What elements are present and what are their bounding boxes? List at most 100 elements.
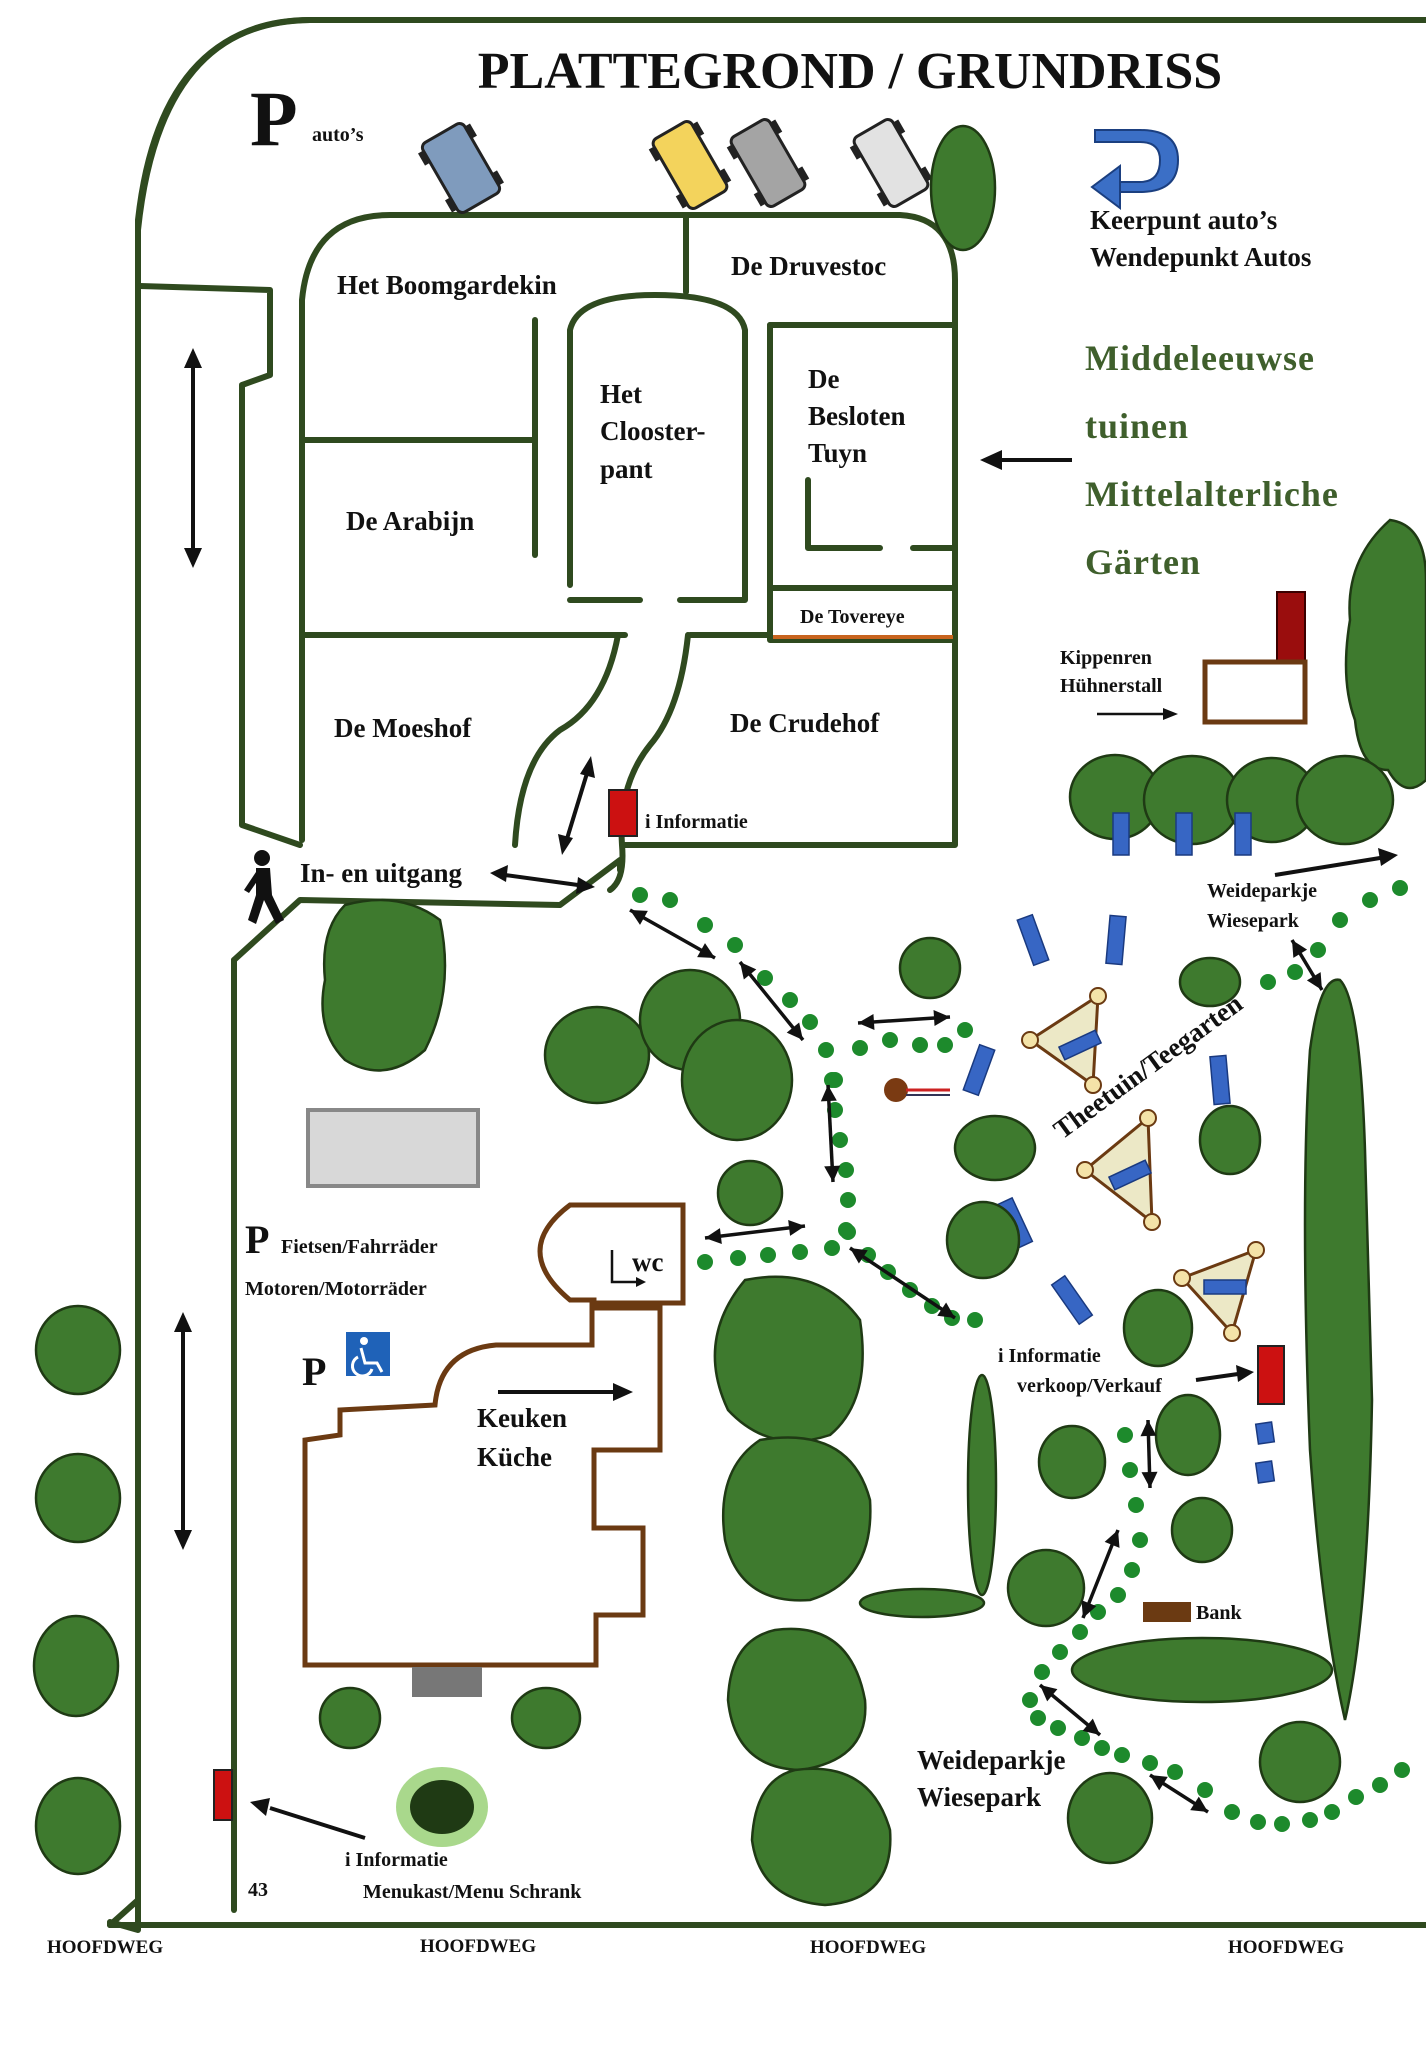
road-top-edge [137,283,303,848]
tree-icon [726,1627,867,1772]
bench-icon [1175,812,1193,856]
tree-icon [1178,956,1242,1008]
road-label-1: HOOFDWEG [47,1937,163,1958]
path-dot [1332,912,1348,928]
tree-icon [1258,1720,1342,1804]
path-dot [840,1224,856,1240]
arrow-to-gardens-head [980,450,1002,470]
path-arrow-head [824,1165,841,1182]
tree-icon [32,1614,120,1718]
tree-icon [318,1686,382,1750]
road-arrow-top-head1 [184,348,202,368]
info-box-sale[interactable] [1257,1345,1285,1405]
path-dot [757,970,773,986]
disabled-parking-symbol: P [302,1349,326,1394]
path-dot [1110,1587,1126,1603]
label-druvestoc: De Druvestoc [731,251,886,281]
bench-icon [962,1043,996,1097]
tree-cluster [543,968,794,1142]
path-arrow-head [850,1248,868,1264]
path-arrow-head [820,1085,837,1102]
path-arrow [849,1246,956,1320]
path-arrow-head [1292,940,1308,958]
path-dot [852,1040,868,1056]
tree-icon [716,1159,784,1227]
tree-icon [510,1686,582,1750]
wall-besloten-inner [805,477,883,551]
path-dot [782,992,798,1008]
tree-icon [1037,1424,1107,1500]
label-tovereye: De Tovereye [800,606,905,628]
path-dot [1392,880,1408,896]
path-dot [1142,1755,1158,1771]
outer-boundary-left [107,17,313,1928]
path-arrow-head [697,943,715,958]
tea-table-icon [1173,1241,1265,1342]
path-arrow-head [1306,972,1322,990]
dotted-path [632,880,1410,1832]
road-label-4: HOOFDWEG [1228,1937,1344,1958]
tree-icon [953,1114,1037,1182]
road-label-3: HOOFDWEG [810,1937,926,1958]
path-dot [957,1022,973,1038]
path-dot [937,1037,953,1053]
arrow-entrance-horizontal-head2 [576,877,595,894]
path-dot [1287,964,1303,980]
arrow-meadow-top [1274,856,1381,877]
arrow-kitchen-head [613,1383,633,1401]
tree-icon [750,1767,892,1907]
path-dot [832,1132,848,1148]
path-dot [1197,1782,1213,1798]
kitchen-line2: Küche [477,1442,552,1472]
path-dot [1348,1789,1364,1805]
medieval-gardens-line1: Middeleeuwse [1085,338,1315,378]
wall-cloosterpant [567,292,748,603]
label-boomgardekin: Het Boomgardekin [337,270,557,300]
tea-table-icon [1021,987,1107,1094]
path-dot [1122,1462,1138,1478]
car-grey-icon [726,118,810,208]
tree-icon [929,124,997,252]
path-dot [1372,1777,1388,1793]
wc-corner-icon [610,1250,640,1284]
bike-parking-symbol: P [245,1217,269,1262]
path-dot [1052,1644,1068,1660]
info-box-entrance[interactable] [608,789,638,837]
u-turn-arrow-head [1090,164,1121,210]
tree-icon [1303,978,1374,1721]
arrow-sale-head [1236,1365,1254,1382]
arrow-chicken-head [1163,708,1178,720]
label-besloten-2: Besloten [808,401,906,431]
path-dot [1394,1762,1410,1778]
entrance-label: In- en uitgang [300,858,463,888]
path-dot [697,1254,713,1270]
medieval-gardens-line3: Mittelalterliche [1085,474,1339,514]
wall-path-left [512,632,621,848]
path-dot [1074,1730,1090,1746]
tree-icon [898,936,962,1000]
bench-icon [1016,913,1050,967]
bench-icon [1254,1460,1276,1484]
path-arrow-head [705,1228,722,1245]
info-box-menu[interactable] [213,1769,233,1821]
wall-besloten [767,322,958,643]
fountain-basin [410,1780,474,1834]
label-cloosterpant-2: Clooster- [600,416,705,446]
tree-icon [1154,1393,1222,1477]
tree-icon [1122,1288,1194,1368]
path-arrow [704,1224,806,1240]
wc-corner-arrow [636,1277,646,1287]
path-dot [1022,1692,1038,1708]
path-dot [1302,1812,1318,1828]
tree-icon [966,1373,998,1597]
path-arrow-head [1140,1420,1157,1437]
label-cloosterpant-3: pant [600,454,653,484]
meadow-top-line1: Weideparkje [1207,880,1317,902]
turning-point-line2: Wendepunkt Autos [1090,242,1311,272]
path-dot [1072,1624,1088,1640]
road-arrow-bottom-head2 [174,1530,192,1550]
path-dot [818,1042,834,1058]
car-blue-icon [418,122,504,214]
path-arrow-head [1190,1796,1208,1812]
label-crudehof: De Crudehof [730,708,880,738]
